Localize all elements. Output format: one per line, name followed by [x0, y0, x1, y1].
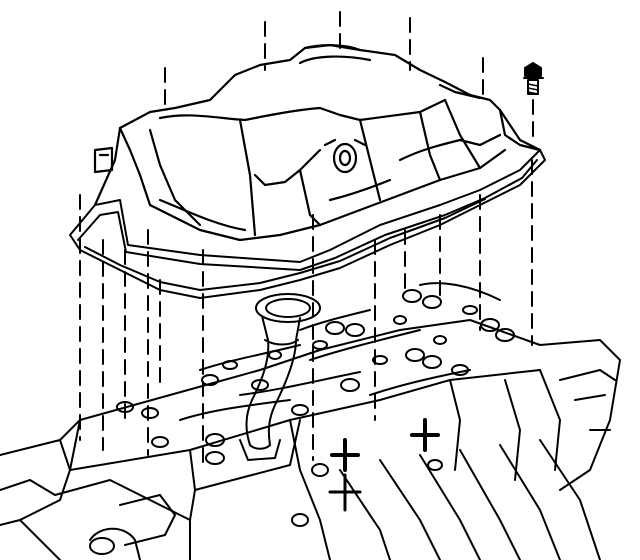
oil-pickup-tube	[239, 293, 321, 461]
pan-gasket	[69, 149, 546, 299]
alignment-lines	[79, 11, 534, 466]
oil-pan	[93, 43, 542, 242]
engine-block	[0, 319, 621, 560]
deck-bosses	[116, 282, 515, 465]
bolt-icon	[523, 62, 544, 95]
